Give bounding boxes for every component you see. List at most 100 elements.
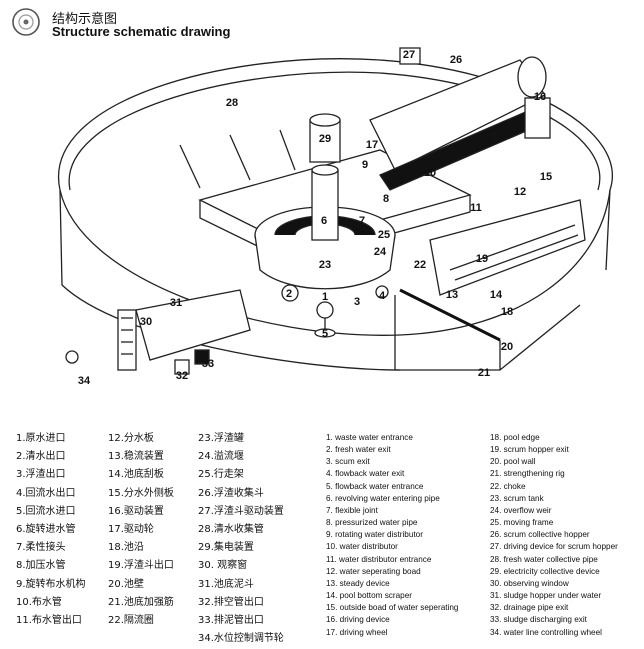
legend-cn-item: 27.浮渣斗驱动装置 — [198, 505, 284, 517]
legend-en-item: 17. driving wheel — [326, 627, 388, 637]
legend-en-item: 26. scrum collective hopper — [490, 530, 590, 540]
legend-cn-item: 26.浮渣收集斗 — [198, 487, 264, 499]
legend-cn-item: 24.溢流堰 — [198, 451, 244, 463]
legend-cn-item: 19.浮渣斗出口 — [108, 560, 174, 572]
legend-en-item: 19. scrum hopper exit — [490, 445, 569, 455]
scraper-box — [429, 199, 586, 296]
callout-number: 21 — [478, 367, 490, 379]
title-en: Structure schematic drawing — [52, 24, 231, 39]
legend-en-item: 8. pressurized water pipe — [326, 518, 418, 528]
callout-number: 32 — [176, 370, 188, 382]
legend-en-item: 28. fresh water collective pipe — [490, 554, 598, 564]
hopper-driving-device — [399, 47, 421, 65]
legend-cn-item: 3.浮渣出口 — [16, 469, 66, 481]
callout-number: 25 — [378, 229, 390, 241]
legend-cn-item: 14.池底刮板 — [108, 469, 164, 481]
callout-number: 18 — [501, 306, 513, 318]
legend-cn-item: 28.清水收集管 — [198, 524, 264, 536]
legend-en-item: 2. fresh water exit — [326, 445, 391, 455]
legend-en-item: 24. overflow weir — [490, 505, 552, 515]
callout-number: 15 — [540, 171, 552, 183]
legend-cn-item: 9.旋转布水机构 — [16, 578, 86, 590]
legend-en-item: 34. water line controlling wheel — [490, 627, 602, 637]
legend-en-item: 11. water distributor entrance — [326, 554, 432, 564]
callout-number: 27 — [403, 49, 415, 61]
legend-en-item: 32. drainage pipe exit — [490, 603, 569, 613]
logo-icon — [12, 8, 40, 36]
legend-en-item: 16. driving device — [326, 615, 390, 625]
callout-number: 33 — [202, 358, 214, 370]
callout-number: 30 — [140, 316, 152, 328]
pool-rim-inner — [68, 71, 601, 191]
scum-tank-body — [254, 234, 396, 290]
callout-number: 2 — [286, 288, 292, 300]
legend-en-item: 27. driving device for scrum hopper — [490, 542, 618, 552]
callout-number: 3 — [354, 296, 360, 308]
pool-edge — [57, 58, 613, 191]
legend-en-item: 9. rotating water distributor — [326, 530, 423, 540]
legend-en-item: 3. scum exit — [326, 457, 370, 467]
legend-en-item: 14. pool bottom scraper — [326, 591, 413, 601]
scum-hopper — [369, 59, 546, 171]
legend-cn-item: 8.加压水管 — [16, 560, 66, 572]
callout-number: 19 — [476, 253, 488, 265]
legend-cn-item: 12.分水板 — [108, 433, 154, 444]
callout-number: 6 — [321, 215, 327, 227]
legend-en-item: 6. revolving water entering pipe — [326, 493, 440, 503]
legend-en-item: 7. flexible joint — [326, 505, 378, 515]
callout-number: 24 — [374, 246, 387, 258]
callout-number: 4 — [379, 290, 386, 302]
legend-en-item: 5. flowback water entrance — [326, 481, 424, 491]
callout-number: 29 — [319, 133, 331, 145]
legend-cn-item: 29.集电装置 — [198, 542, 254, 554]
callout-number: 1 — [322, 291, 328, 303]
legend-cn-item: 4.回流水出口 — [16, 487, 76, 499]
legend-cn-item: 2.清水出口 — [16, 451, 66, 463]
legend-cn-item: 32.排空管出口 — [198, 596, 264, 608]
legend-en-item: 10. water distributor — [326, 542, 398, 552]
callout-number: 28 — [226, 97, 238, 109]
legend-cn-item: 5.回流水进口 — [16, 505, 76, 517]
pool-wall — [59, 189, 401, 371]
callout-number: 20 — [501, 341, 513, 353]
legend-en-item: 13. steady device — [326, 578, 390, 588]
callout-number: 11 — [470, 202, 482, 214]
legend-cn-item: 16.驱动装置 — [108, 505, 164, 517]
callout-number: 16 — [534, 91, 546, 103]
legend-cn-item: 15.分水外侧板 — [108, 487, 174, 499]
callout-number: 31 — [170, 297, 182, 309]
legend-en-item: 25. moving frame — [490, 518, 554, 528]
legend-en-item: 21. strengthening rig — [490, 469, 565, 479]
legend-en-item: 22. choke — [490, 481, 526, 491]
callout-number: 8 — [383, 193, 389, 205]
callout-number: 7 — [359, 215, 365, 227]
callout-number: 17 — [366, 139, 378, 151]
pool-front-edge — [59, 189, 611, 336]
legend-cn-item: 6.旋转进水管 — [16, 524, 76, 536]
legend-en-item: 15. outside boad of water seperating — [326, 603, 459, 613]
legend-cn-item: 31.池底泥斗 — [198, 578, 254, 590]
observing-window — [117, 309, 137, 371]
callout-number: 9 — [362, 159, 368, 171]
callout-number: 26 — [450, 54, 462, 66]
legend-en-item: 23. scrum tank — [490, 493, 544, 503]
legend-en-item: 12. water seperating boad — [326, 566, 421, 576]
legend-en-item: 18. pool edge — [490, 433, 540, 442]
legend-en-item: 31. sludge hopper under water — [490, 591, 602, 601]
legend-en-item: 30. observing window — [490, 578, 569, 588]
legend-cn-item: 7.柔性接头 — [16, 542, 66, 554]
driving-device — [524, 97, 551, 139]
cutaway-wall — [394, 295, 581, 371]
legend-en-item: 33. sludge discharging exit — [490, 615, 587, 625]
title-cn: 结构示意图 — [52, 12, 118, 27]
callout-number: 34 — [78, 375, 91, 387]
callout-number: 13 — [446, 289, 458, 301]
legend-en-item: 29. electricity collective device — [490, 566, 600, 576]
legend-cn-item: 34.水位控制调节轮 — [198, 633, 284, 645]
callout-number: 22 — [414, 259, 426, 271]
callout-number: 10 — [424, 167, 436, 179]
